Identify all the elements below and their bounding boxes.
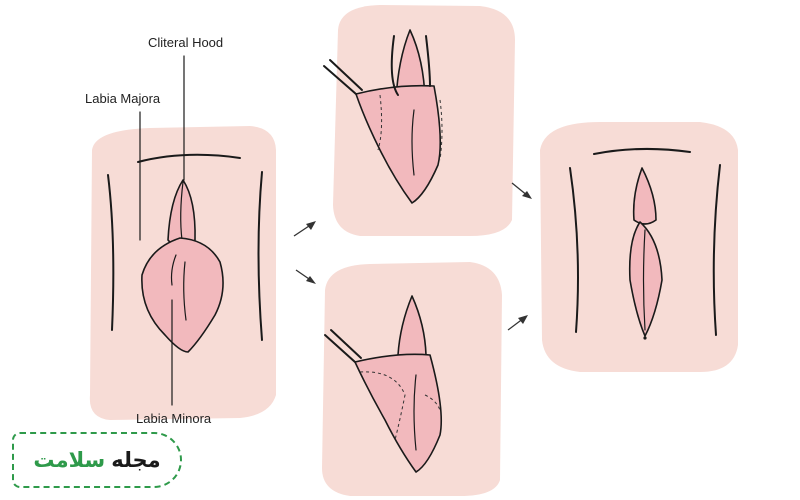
label-labia-minora: Labia Minora xyxy=(136,411,212,426)
panel-before-labels: Cliteral Hood Labia Majora Labia Minora xyxy=(85,35,223,426)
flow-arrows xyxy=(293,182,532,331)
panel-after xyxy=(540,122,738,372)
panel-before xyxy=(89,126,276,420)
label-labia-majora: Labia Majora xyxy=(85,91,161,106)
label-clitoral-hood: Cliteral Hood xyxy=(148,35,223,50)
watermark-word-majalleh: مجله xyxy=(111,448,161,472)
panel-technique-bottom xyxy=(322,262,502,496)
watermark-badge: مجله سلامت xyxy=(12,432,182,488)
watermark-word-salamat: سلامت xyxy=(33,448,106,472)
panel-technique-top xyxy=(323,5,515,236)
